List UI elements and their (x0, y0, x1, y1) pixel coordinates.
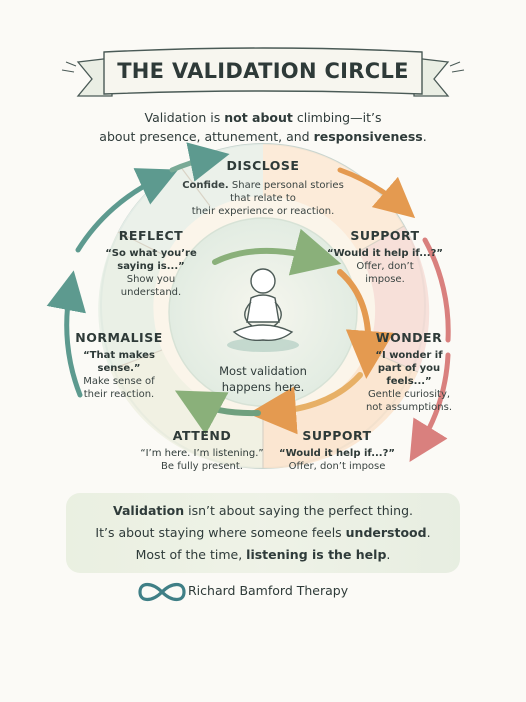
footer-line-2: It’s about staying where someone feels u… (95, 525, 431, 540)
segment-support-top: SUPPORT “Would it help if...?” Offer, do… (327, 228, 443, 285)
segment-normalise: NORMALISE “That makes sense.” Make sense… (75, 330, 163, 400)
footer-line-3: Most of the time, listening is the help. (135, 547, 391, 562)
footer-panel (66, 493, 460, 573)
segment-wonder: WONDER “I wonder if part of you feels...… (365, 330, 453, 413)
segment-reflect: REFLECT “So what you’re saying is...” Sh… (105, 228, 197, 298)
meditating-figure-icon (227, 268, 299, 352)
title-banner (61, 47, 465, 97)
footer-line-1: Validation isn’t about saying the perfec… (113, 503, 413, 518)
segment-heading: DISCLOSE (226, 158, 300, 173)
page-title: THE VALIDATION CIRCLE (117, 59, 409, 83)
segment-support-bottom: SUPPORT “Would it help if...?” Offer, do… (279, 428, 395, 472)
brand-name: Richard Bamford Therapy (188, 583, 349, 598)
infinity-icon (138, 582, 186, 602)
subtitle: Validation is not about climbing—it’s ab… (99, 110, 427, 144)
center-label: Most validation happens here. (219, 364, 307, 394)
segment-disclose: DISCLOSE Confide. Share personal stories… (170, 158, 356, 218)
segment-attend: ATTEND “I’m here. I’m listening.” Be ful… (140, 428, 264, 472)
